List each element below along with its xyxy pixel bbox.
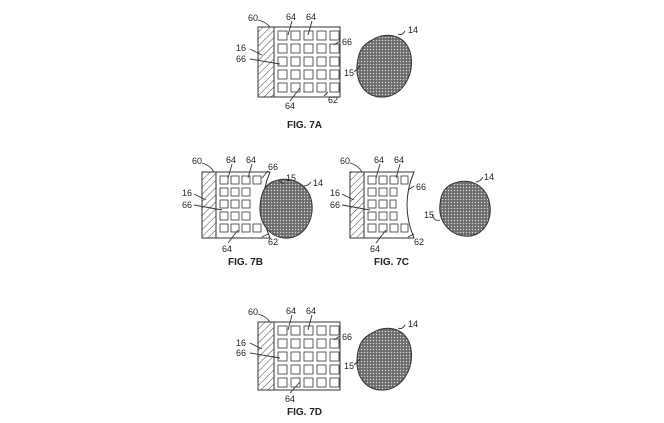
ref-64-a: 64: [286, 306, 296, 316]
ref-64-b: 64: [394, 155, 404, 165]
ref-16: 16: [182, 188, 192, 198]
ref-64-bottom: 64: [370, 244, 380, 254]
cell-matrix-62: [363, 171, 415, 239]
ref-64-b: 64: [306, 12, 316, 22]
wall-16: [349, 171, 365, 239]
ref-66-right: 66: [416, 182, 426, 192]
figure-7c: 60 64 64 66 14 16 66 15 64 62 FIG. 7C: [330, 155, 494, 268]
cell-grid: [277, 325, 340, 388]
ref-62: 62: [328, 95, 338, 105]
wall-16: [201, 171, 217, 239]
cell-grid: [219, 175, 262, 233]
ref-64-b: 64: [246, 155, 256, 165]
ref-64-a: 64: [286, 12, 296, 22]
cell-grid: [277, 30, 340, 93]
ref-60: 60: [248, 307, 258, 317]
object-14: [356, 327, 412, 391]
ref-15: 15: [424, 210, 434, 220]
ref-66-left: 66: [182, 200, 192, 210]
ref-15: 15: [344, 361, 354, 371]
ref-64-a: 64: [226, 155, 236, 165]
object-14: [259, 178, 313, 239]
ref-66-right: 66: [268, 162, 278, 172]
ref-14: 14: [408, 25, 418, 35]
ref-15: 15: [286, 173, 296, 183]
ref-14: 14: [484, 172, 494, 182]
object-14: [356, 34, 412, 98]
ref-16: 16: [236, 43, 246, 53]
ref-64-bottom: 64: [285, 394, 295, 404]
ref-16: 16: [330, 188, 340, 198]
figure-7b: 60 64 64 66 15 14 16 66 64 62 FIG. 7B: [182, 155, 323, 268]
caption-fig-7b: FIG. 7B: [228, 257, 263, 268]
ref-15: 15: [344, 68, 354, 78]
caption-fig-7c: FIG. 7C: [374, 257, 409, 268]
caption-fig-7d: FIG. 7D: [287, 407, 322, 418]
ref-64-a: 64: [374, 155, 384, 165]
ref-62: 62: [414, 237, 424, 247]
ref-62: 62: [268, 237, 278, 247]
cell-grid: [367, 175, 409, 233]
ref-64-bottom: 64: [285, 101, 295, 111]
ref-66-left: 66: [330, 200, 340, 210]
ref-14: 14: [313, 178, 323, 188]
ref-64-b: 64: [306, 306, 316, 316]
object-14: [439, 180, 491, 237]
figure-7a: 60 64 64 66 16 66 64 62 14 15 FIG. 7A: [236, 12, 418, 131]
ref-60: 60: [340, 156, 350, 166]
ref-66-left: 66: [236, 54, 246, 64]
ref-66-left: 66: [236, 348, 246, 358]
ref-14: 14: [408, 319, 418, 329]
caption-fig-7a: FIG. 7A: [287, 120, 322, 131]
figure-7d: 60 64 64 66 16 66 64 14 15 FIG. 7D: [236, 306, 418, 418]
ref-60: 60: [248, 13, 258, 23]
ref-64-bottom: 64: [222, 244, 232, 254]
ref-66-right: 66: [342, 37, 352, 47]
ref-60: 60: [192, 156, 202, 166]
ref-66-right: 66: [342, 332, 352, 342]
ref-16: 16: [236, 338, 246, 348]
